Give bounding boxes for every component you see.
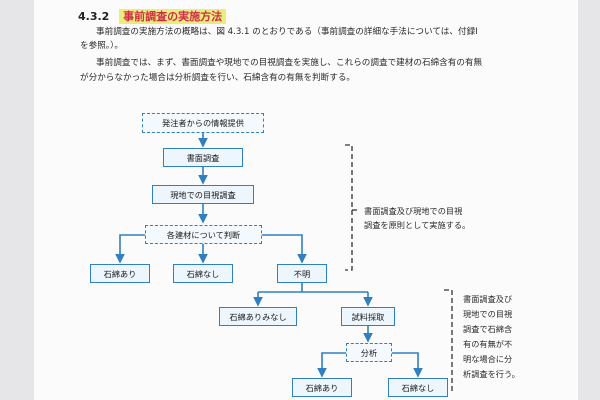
flow-unknown-box: 不明 — [277, 264, 327, 283]
note-line: 書面調査及び現地での目視 — [364, 206, 463, 216]
arrow-judge-to-unknown — [262, 234, 307, 264]
arrow-analysis-to-result-no — [392, 352, 423, 378]
section-number: 4.3.2 — [78, 10, 110, 23]
flow-result-no-box: 石綿なし — [388, 378, 448, 397]
section-title: 事前調査の実施方法 — [119, 9, 227, 24]
note-line: 析調査を行う。 — [463, 369, 520, 379]
flow-sampling-box: 試料採取 — [341, 307, 395, 326]
note-line: 明な場合に分 — [463, 354, 513, 364]
note-line: 有の有無が不 — [463, 339, 513, 349]
note-line: 調査を原則として実施する。 — [364, 220, 471, 230]
arrow-analysis-to-result-yes — [317, 352, 346, 378]
paragraph-line: 事前調査では、まず、書面調査や現地での目視調査を実施し、これらの調査で建材の石綿… — [96, 58, 483, 68]
flow-document-survey-box: 書面調査 — [163, 148, 243, 167]
paragraph-line: が分からなかった場合は分析調査を行い、石綿含有の有無を判断する。 — [80, 73, 356, 83]
flow-deemed-box: 石綿ありみなし — [219, 307, 297, 326]
section-heading: 4.3.2 事前調査の実施方法 — [78, 8, 227, 24]
flow-asbestos-no-box: 石綿なし — [173, 264, 233, 283]
document-page — [34, 0, 578, 400]
paragraph-line: を参照。）。 — [80, 41, 123, 51]
paragraph-line: 事前調査の実施方法の概略は、図 4.3.1 のとおりである（事前調査の詳細な手法… — [96, 27, 478, 37]
arrow-judge-to-yes — [115, 234, 145, 264]
flow-judge-box: 各建材について判断 — [145, 225, 262, 244]
bracket-analysis — [444, 289, 453, 394]
flow-asbestos-yes-box: 石綿あり — [90, 264, 150, 283]
bracket-principle — [345, 144, 353, 271]
flow-result-yes-box: 石綿あり — [292, 378, 352, 397]
note-line: 現地での目視 — [463, 309, 513, 319]
note-analysis: 書面調査及び 現地での目視 調査で石綿含 有の有無が不 明な場合に分 析調査を行… — [463, 292, 520, 382]
note-line: 調査で石綿含 — [463, 324, 513, 334]
flow-info-box: 発注者からの情報提供 — [142, 113, 264, 133]
flow-analysis-box: 分析 — [346, 343, 392, 362]
flow-visual-survey-box: 現地での目視調査 — [152, 185, 254, 204]
note-principle: 書面調査及び現地での目視 調査を原則として実施する。 — [364, 204, 470, 232]
note-line: 書面調査及び — [463, 294, 513, 304]
